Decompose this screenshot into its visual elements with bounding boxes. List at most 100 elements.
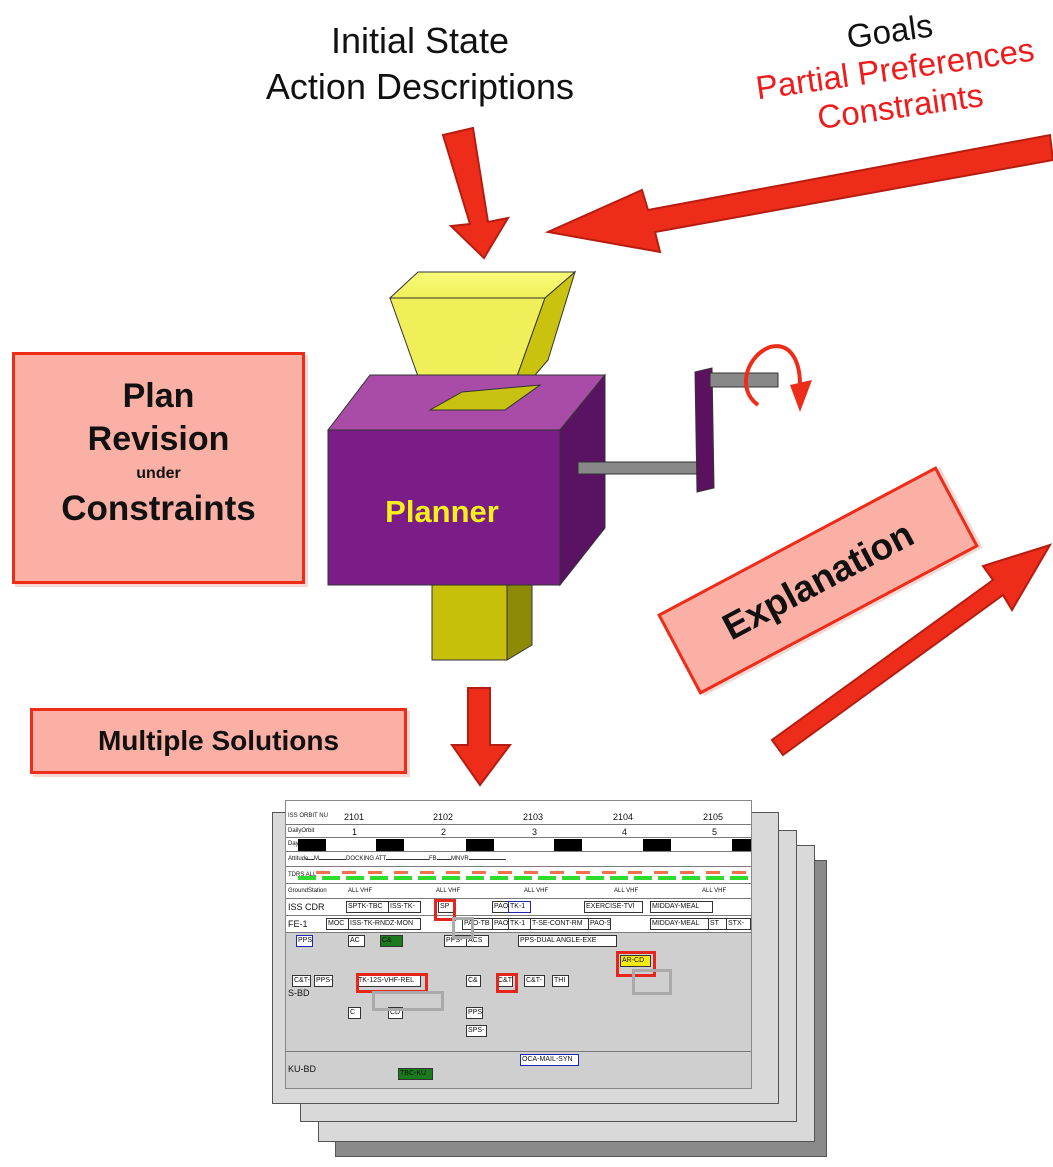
inputs-label: Initial State Action Descriptions (210, 18, 630, 110)
ground-text: ALL VHF (524, 888, 549, 894)
activity[interactable]: ST (708, 918, 727, 930)
row-tdrs: TDRS ALL (286, 867, 751, 884)
activity[interactable]: PPS-DUAL ANGLE-EXE (518, 935, 617, 947)
output-chute-front (431, 584, 508, 661)
attitude-text: FB (429, 856, 437, 862)
row-label: GroundStation (288, 888, 327, 894)
orbit-number: 2104 (613, 812, 634, 822)
attitude-text: MNVR (451, 856, 469, 862)
rotation-arrow (743, 344, 802, 407)
night-block (298, 839, 326, 851)
activity[interactable]: STX- (726, 918, 751, 930)
ghost-box (372, 991, 444, 1011)
row-ground: GroundStation ALL VHF ALL VHF ALL VHF AL… (286, 884, 751, 899)
activity[interactable]: PPS (466, 1007, 483, 1019)
ground-text: ALL VHF (348, 888, 373, 894)
activity[interactable]: TK-1 (508, 918, 531, 930)
cube-side (559, 373, 606, 587)
orbit-number: 2101 (344, 812, 365, 822)
row-kubd: KU-BD OCA-MAIL-SYN TBC-KU (286, 1052, 751, 1088)
row-label: KU-BD (288, 1064, 317, 1074)
activity[interactable]: SPS- (466, 1025, 487, 1037)
row-label: ISS ORBIT NU (288, 813, 328, 819)
activity[interactable]: TK-1 (508, 901, 531, 913)
solution-screenshot-main: ISS ORBIT NU 2101 2102 2103 2104 2105 Da… (285, 800, 752, 1089)
activity[interactable]: C&T- (524, 975, 545, 987)
ground-text: ALL VHF (702, 888, 727, 894)
activity[interactable]: C& (380, 935, 403, 947)
attitude-line (306, 859, 506, 860)
activity[interactable]: T-SE-CONT-RM (530, 918, 589, 930)
ground-text: ALL VHF (436, 888, 461, 894)
row-label: S-BD (288, 988, 310, 998)
row-label: Attitude (288, 856, 309, 862)
activity[interactable]: C& (466, 975, 481, 987)
row-daily: DailyOrbit 1 2 3 4 5 (286, 825, 751, 838)
activity[interactable]: SPTK-TBC (346, 901, 389, 913)
daily-number: 5 (712, 827, 718, 837)
activity[interactable]: OCA-MAIL-SYN (520, 1054, 579, 1066)
row-orbit: ISS ORBIT NU 2101 2102 2103 2104 2105 (286, 809, 751, 825)
night-block (643, 839, 671, 851)
daily-number: 4 (622, 827, 628, 837)
activity[interactable]: PAO-SM (588, 918, 611, 930)
planner-label: Planner (385, 494, 499, 529)
activity[interactable]: C (348, 1007, 361, 1019)
row-attitude: Attitude DOCKING ATT M FB MNVR (286, 852, 751, 867)
night-block (554, 839, 582, 851)
goals-arrow (544, 133, 1053, 254)
rotation-arrow-head (790, 380, 812, 412)
night-block (376, 839, 404, 851)
activity[interactable]: PPS- (314, 975, 333, 987)
initial-state-text: Initial State (330, 20, 510, 61)
output-chute-side (506, 584, 533, 661)
highlight-box (356, 973, 428, 993)
activity[interactable]: TBC-KU (398, 1068, 433, 1080)
orbit-number: 2102 (433, 812, 454, 822)
activity[interactable]: ISS-TK- (388, 901, 421, 913)
activity[interactable]: AR-CD (620, 955, 651, 967)
highlight-box (616, 951, 656, 977)
activity[interactable]: MOC (326, 918, 349, 930)
orbit-number: 2103 (523, 812, 544, 822)
activity[interactable]: AC (348, 935, 365, 947)
ghost-box (452, 917, 474, 939)
input-arrow (441, 126, 511, 260)
crank-rod (577, 461, 699, 475)
orbit-number: 2105 (703, 812, 724, 822)
activity[interactable]: MIDDAY-MEAL (650, 918, 709, 930)
row-label: TDRS ALL (288, 872, 317, 878)
explanation-arrow (770, 543, 1053, 757)
row-daynight: DayNight (286, 838, 751, 852)
multiple-solutions-box: Multiple Solutions (30, 708, 407, 774)
row-label: FE-1 (288, 919, 308, 929)
night-block (466, 839, 494, 851)
night-block (732, 839, 751, 851)
highlight-box (434, 899, 456, 921)
tdrs-bar (298, 876, 748, 880)
activity[interactable]: THI (552, 975, 569, 987)
row-label: DailyOrbit (288, 828, 315, 834)
activity[interactable]: EXERCISE-TVI (584, 901, 643, 913)
activity[interactable]: PPS- (296, 935, 313, 947)
hopper-neck (428, 384, 542, 411)
under-text: under (136, 465, 181, 482)
attitude-text: DOCKING ATT (346, 856, 387, 862)
revision-text: Revision (87, 420, 230, 458)
row-iss-cdr: ISS CDR SPTK-TBC ISS-TK- SP PAO TK-1 EXE… (286, 899, 751, 916)
activity[interactable]: C&T- (292, 975, 311, 987)
tdrs-bar (316, 871, 746, 874)
output-arrow (450, 687, 512, 787)
activity[interactable]: ISS-TK-RNDZ-MON (348, 918, 421, 930)
daily-number: 1 (352, 827, 358, 837)
highlight-box (496, 973, 518, 993)
plan-text: Plan (122, 377, 195, 415)
daily-number: 3 (532, 827, 538, 837)
activity[interactable]: MIDDAY-MEAL (650, 901, 713, 913)
ground-text: ALL VHF (614, 888, 639, 894)
attitude-text: M (314, 856, 319, 862)
hopper-top (388, 271, 577, 299)
action-descriptions-text: Action Descriptions (265, 66, 575, 107)
activity[interactable]: PAO-TB (462, 918, 495, 930)
